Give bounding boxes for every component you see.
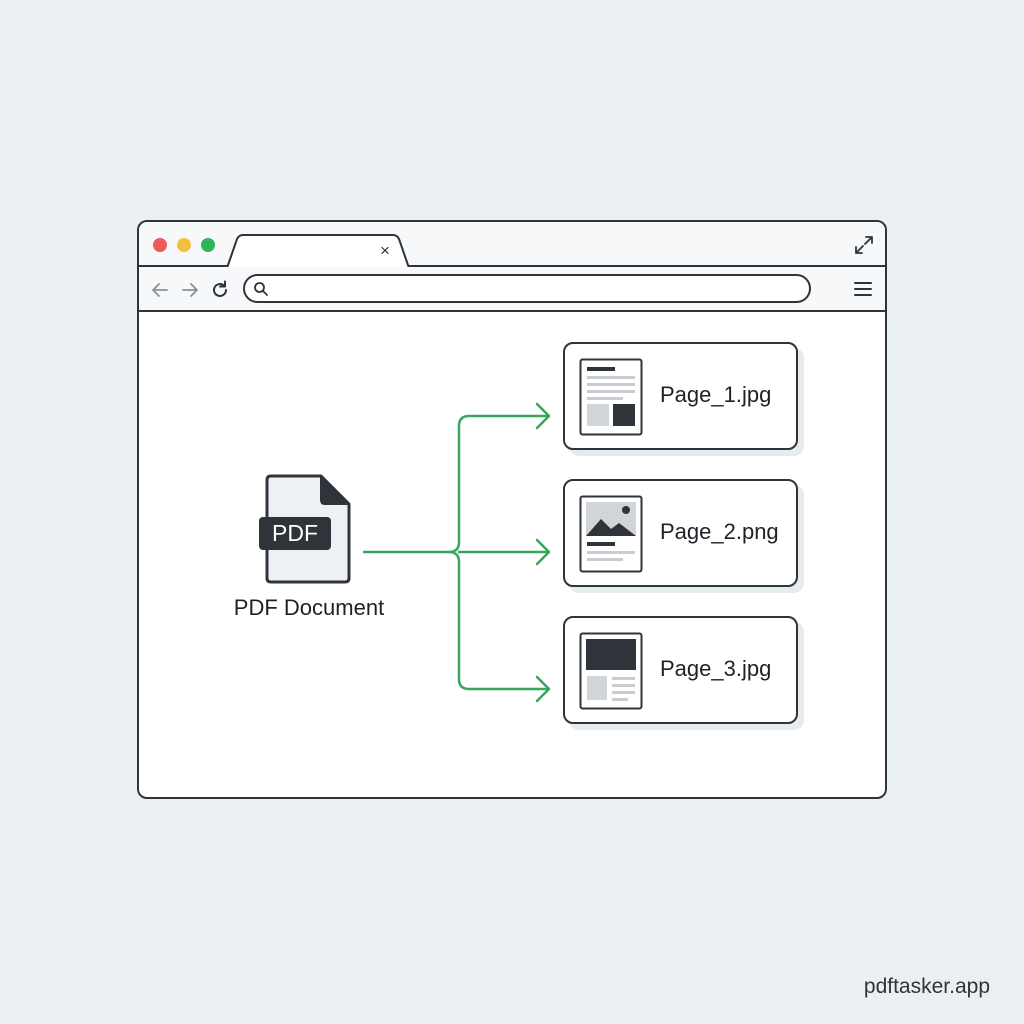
address-input[interactable]: [275, 278, 795, 299]
back-arrow-icon[interactable]: [149, 279, 171, 301]
browser-window: ×: [137, 220, 887, 799]
site-watermark: pdftasker.app: [863, 975, 990, 998]
output-file-name: Page_2.png: [660, 519, 779, 544]
maximize-window-button[interactable]: [201, 238, 215, 252]
tab-close-icon[interactable]: ×: [380, 241, 390, 260]
hamburger-menu-icon[interactable]: [851, 277, 875, 301]
page-content: PDF PDF Document: [139, 312, 885, 797]
title-bar: ×: [139, 222, 885, 269]
split-connector-arrows: [362, 402, 551, 703]
text-page-thumbnail-icon: [579, 358, 643, 436]
pdf-file-icon[interactable]: PDF: [259, 474, 351, 584]
address-bar[interactable]: [243, 274, 811, 303]
image-page-thumbnail-icon: [579, 495, 643, 573]
pdf-badge-text: PDF: [272, 520, 318, 546]
output-file-name: Page_3.jpg: [660, 656, 772, 681]
search-icon: [254, 282, 268, 296]
reload-icon[interactable]: [209, 279, 231, 301]
output-file-name: Page_1.jpg: [660, 382, 772, 407]
output-file-card[interactable]: Page_3.jpg: [563, 616, 798, 724]
minimize-window-button[interactable]: [177, 238, 191, 252]
output-file-card[interactable]: Page_1.jpg: [563, 342, 798, 450]
close-window-button[interactable]: [153, 238, 167, 252]
expand-icon[interactable]: [853, 234, 875, 256]
output-file-card[interactable]: Page_2.png: [563, 479, 798, 587]
forward-arrow-icon[interactable]: [179, 279, 201, 301]
browser-toolbar: [139, 267, 885, 312]
pdf-document-label: PDF Document: [233, 595, 385, 620]
banner-page-thumbnail-icon: [579, 632, 643, 710]
